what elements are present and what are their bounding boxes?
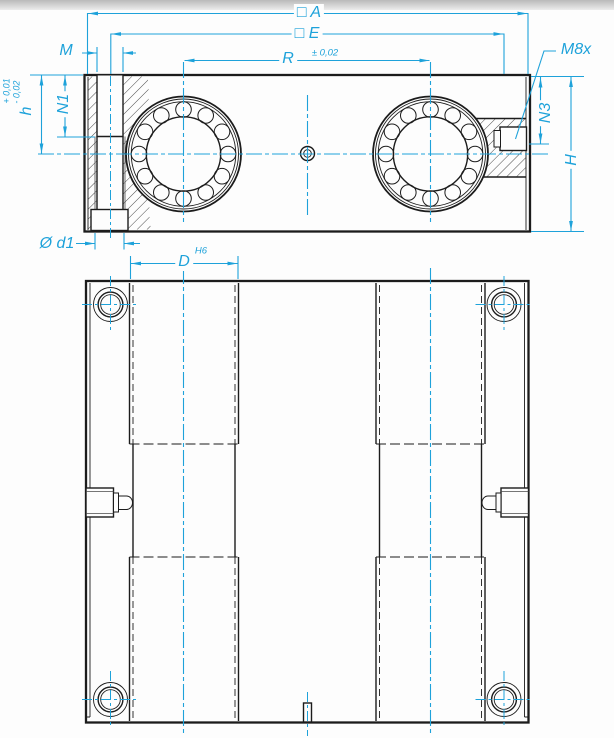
dim-label-m8x: M8x <box>560 41 592 58</box>
bore-right-column <box>375 283 486 721</box>
dim-label-n3: N3 <box>537 99 555 127</box>
leader-m8x <box>514 50 556 140</box>
lube-thread-hole <box>499 126 528 152</box>
hatch-left-wall <box>88 76 97 230</box>
dim-label-h-tolerance: + 0,01- 0,02 <box>1 78 21 104</box>
dim-label-h: h <box>18 106 35 116</box>
bore-left-column <box>128 283 240 721</box>
dim-label-e: □ E <box>291 25 323 43</box>
top-view-arrowheads <box>39 11 573 246</box>
dim-label-bore-fit: H6 <box>191 245 211 257</box>
bottom-view-centerlines <box>82 268 533 736</box>
dim-label-m: M <box>59 42 73 59</box>
dim-label-n1: N1 <box>55 90 73 118</box>
dim-line-d1 <box>76 233 140 250</box>
lube-drill-tip <box>493 130 501 148</box>
dim-label-r-tolerance: ± 0,02 <box>308 47 342 59</box>
thread-minor-lines <box>94 136 126 209</box>
dim-label-a: □ A <box>293 4 325 22</box>
dim-line-a <box>86 12 529 74</box>
top-view-dimensions <box>30 12 584 250</box>
dim-line-m <box>82 47 136 72</box>
bolt-hole-walls <box>96 136 124 210</box>
lube-plug-left <box>85 487 133 518</box>
top-section-view <box>30 11 584 250</box>
bottom-plan-view <box>82 256 533 736</box>
spot-face-recess <box>90 208 129 232</box>
lube-plug-right <box>481 487 530 518</box>
bearing-left-balls <box>130 101 237 207</box>
dim-label-H: H <box>563 151 581 169</box>
dim-label-bore: D <box>175 253 193 271</box>
square-symbol: □ <box>296 4 307 21</box>
square-symbol: □ <box>294 25 305 42</box>
dim-label-r: R <box>279 50 297 68</box>
dim-label-d1: Ø d1 <box>39 235 75 252</box>
plate-outline <box>84 279 530 724</box>
top-view-centerlines <box>38 62 548 240</box>
bearing-right-balls <box>377 101 484 207</box>
